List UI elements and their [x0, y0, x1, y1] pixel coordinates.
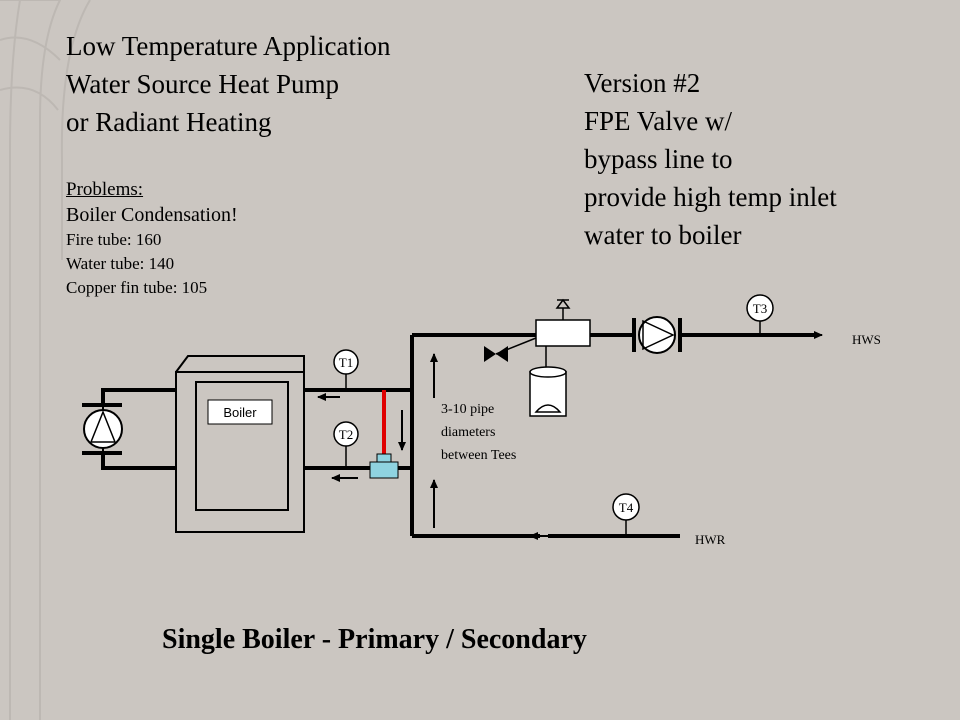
title-line-1: Low Temperature Application: [66, 31, 391, 61]
title-block: Low Temperature Application Water Source…: [66, 27, 391, 141]
sensor-t1: T1: [333, 349, 359, 390]
problems-main: Boiler Condensation!: [66, 204, 238, 226]
diagram-title: Single Boiler - Primary / Secondary: [162, 624, 587, 655]
sensor-t2-label: T2: [339, 427, 353, 442]
title-line-3: or Radiant Heating: [66, 107, 272, 137]
version-line-1: Version #2: [584, 68, 701, 98]
secondary-loop-piping: [410, 333, 815, 538]
tee-spacing-note: 3-10 pipe: [441, 402, 494, 417]
fpe-valve: [369, 453, 399, 479]
problems-heading: Problems:: [66, 179, 144, 200]
system-pump: [632, 316, 682, 354]
boiler: Boiler: [175, 355, 305, 533]
sensor-t3: T3: [746, 294, 774, 335]
version-block: Version #2 FPE Valve w/ bypass line to p…: [584, 64, 837, 254]
sensor-t4-label: T4: [619, 500, 634, 515]
tee-spacing-note: diameters: [441, 425, 495, 440]
boiler-pump: [82, 403, 123, 455]
problem-item: Water tube: 140: [66, 254, 175, 273]
hws-label: HWS: [852, 332, 881, 347]
tee-spacing-note: between Tees: [441, 448, 516, 463]
air-separator: [535, 298, 591, 368]
version-line-2: FPE Valve w/: [584, 106, 733, 136]
sensor-t3-label: T3: [753, 301, 767, 316]
sensor-t4: T4: [612, 493, 640, 536]
version-line-4: provide high temp inlet: [584, 182, 837, 212]
hwr-label: HWR: [695, 532, 726, 547]
version-line-3: bypass line to: [584, 144, 733, 174]
boiler-loop-piping: [101, 388, 412, 470]
problems-block: Problems: Boiler Condensation! Fire tube…: [66, 177, 238, 300]
version-line-5: water to boiler: [584, 220, 742, 250]
boiler-label: Boiler: [223, 405, 257, 420]
expansion-tank: [529, 366, 567, 417]
problem-item: Copper fin tube: 105: [66, 278, 208, 297]
fill-valve: [484, 337, 537, 362]
sensor-t1-label: T1: [339, 355, 353, 370]
problem-item: Fire tube: 160: [66, 230, 162, 249]
sensor-t2: T2: [333, 421, 359, 468]
title-line-2: Water Source Heat Pump: [66, 69, 339, 99]
